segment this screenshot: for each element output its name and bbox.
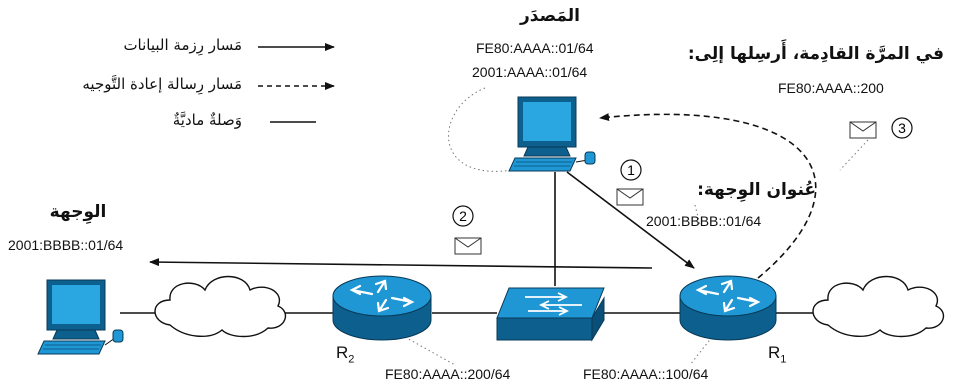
step-circle-2 — [452, 205, 474, 227]
cloud-icon-left — [154, 275, 287, 338]
destination-title: الوِجهة — [49, 202, 107, 222]
legend-packet-path-label: مَسار رِزمة البيانات — [123, 36, 242, 54]
packet-arrow-r1-to-dest — [149, 258, 653, 269]
destination-address: 2001:BBBB::01/64 — [8, 237, 124, 253]
router-r1-name: R — [768, 343, 781, 362]
router-r2-subscript: 2 — [348, 353, 355, 366]
envelope-icon-step-2 — [454, 237, 482, 255]
router-r2-name: R — [336, 343, 349, 362]
step-number-2: 2 — [459, 208, 467, 224]
switch-icon — [496, 287, 605, 342]
step-circle-1 — [620, 159, 642, 181]
envelope-icon-step-3 — [849, 121, 877, 139]
legend-physical-link-label: وَصلةٌ ماديَّةٌ — [172, 111, 242, 129]
router-icon-r2 — [332, 275, 432, 341]
next-time-address: FE80:AAAA::200 — [778, 80, 884, 96]
envelope-icon-step-1 — [616, 188, 644, 206]
r1-address-leader — [689, 336, 713, 366]
router-r2-label: R2 — [336, 343, 354, 365]
router-r1-address: FE80:AAAA::100/64 — [583, 366, 709, 382]
next-time-leader — [839, 139, 869, 171]
destination-computer-icon — [37, 279, 124, 355]
dest-address-title: عُنوان الوِجهة: — [697, 180, 816, 200]
next-time-title: في المرَّة القادِمة، أَرسِلها إلِى: — [687, 44, 944, 64]
legend-redirect-path-label: مَسار رِسالة إعادة التَّوجيه — [82, 75, 242, 93]
step-circle-3 — [891, 117, 913, 139]
source-computer-icon — [508, 96, 596, 172]
source-link-local-address: FE80:AAAA::01/64 — [476, 40, 594, 56]
dest-address-value: 2001:BBBB::01/64 — [646, 213, 762, 229]
redirect-arrow-r1-to-source — [599, 113, 817, 279]
packet-arrow-source-to-r1 — [566, 171, 695, 269]
source-title: المَصدَر — [520, 6, 580, 26]
router-icon-r1 — [679, 275, 777, 341]
dest-address-leader — [694, 204, 701, 226]
router-r1-label: R1 — [768, 343, 786, 365]
cloud-icon-right — [812, 275, 945, 338]
step-number-1: 1 — [627, 162, 635, 178]
r2-address-leader — [404, 336, 456, 366]
step-number-3: 3 — [898, 120, 906, 136]
router-r1-subscript: 1 — [780, 353, 787, 366]
router-r2-address: FE80:AAAA::200/64 — [385, 366, 511, 382]
source-global-address: 2001:AAAA::01/64 — [472, 64, 588, 80]
